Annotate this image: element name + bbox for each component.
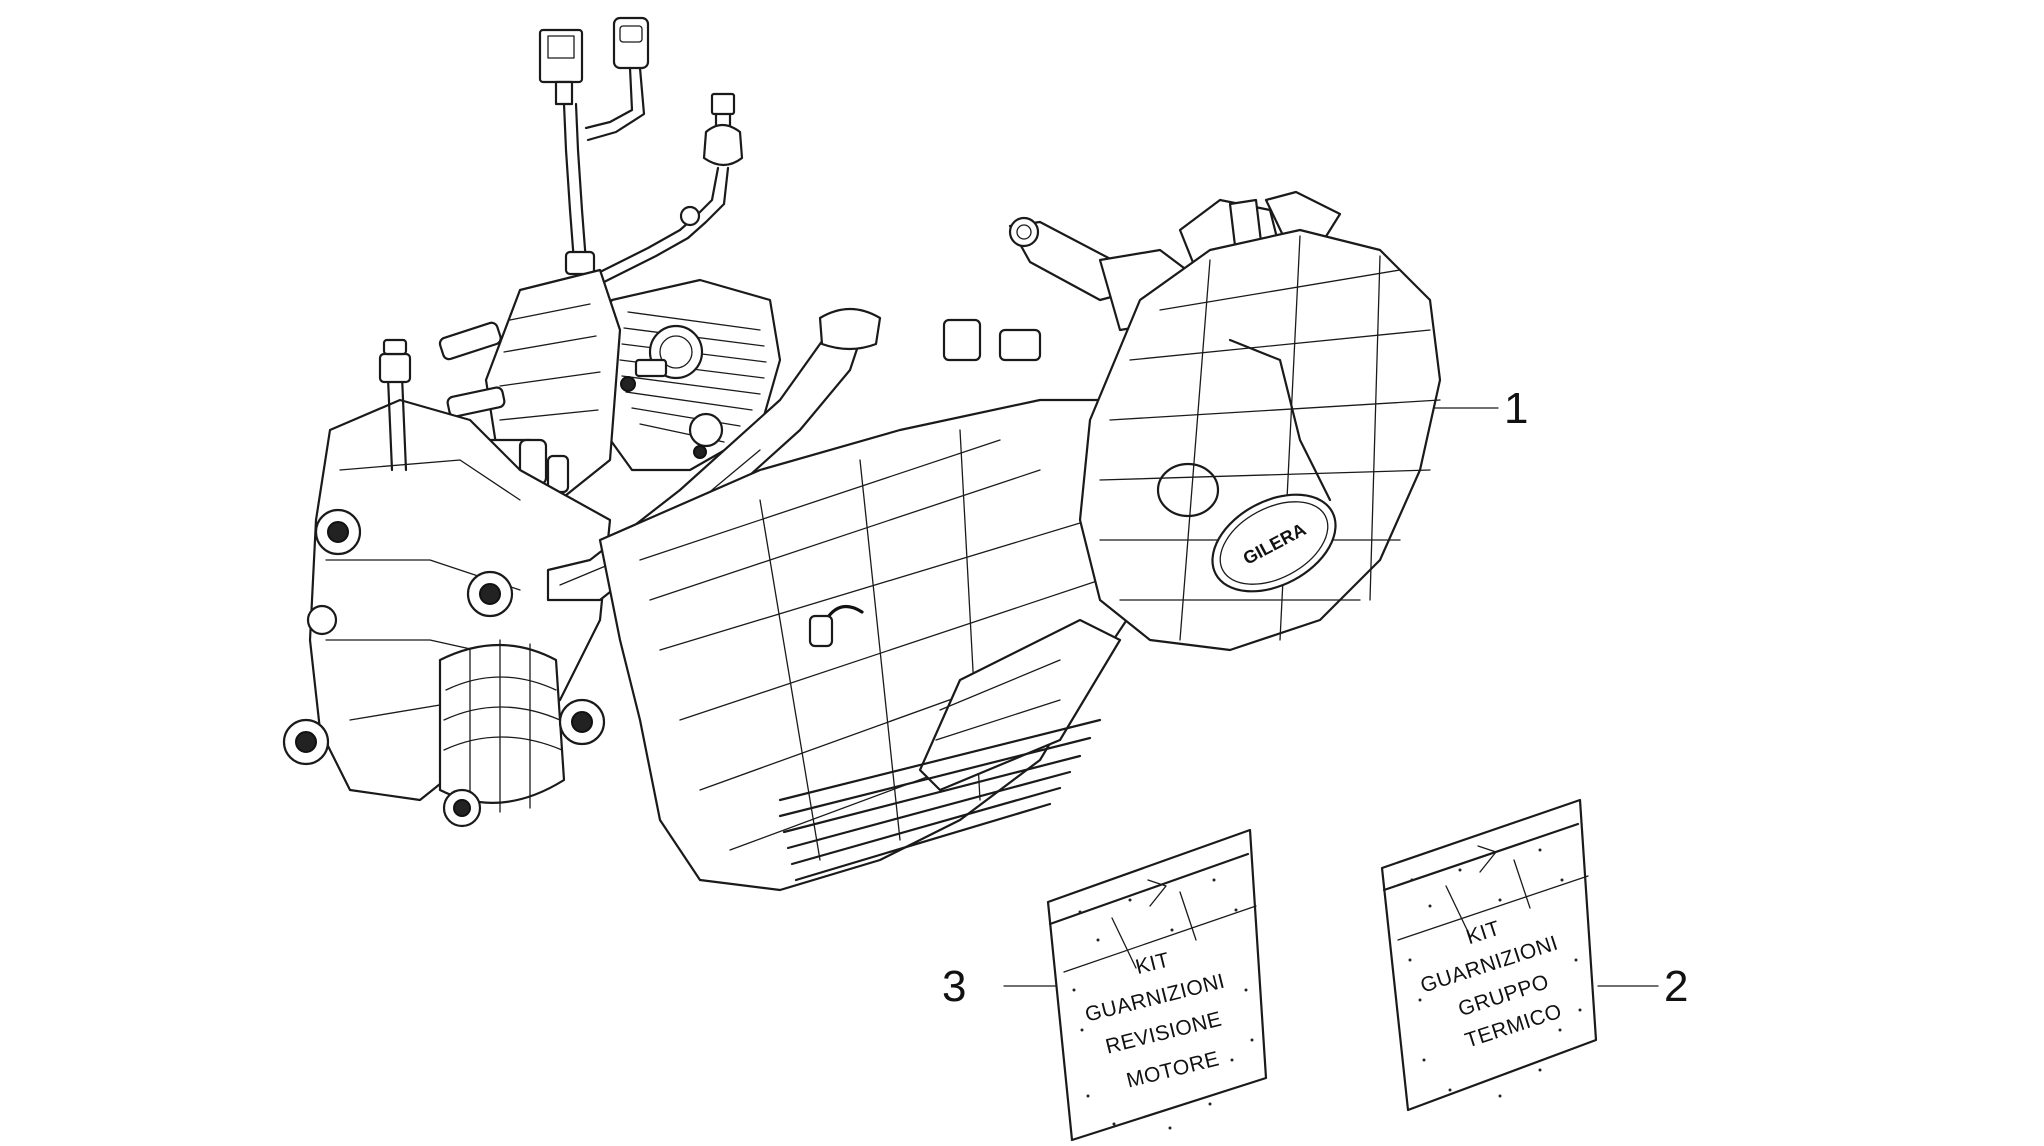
brand-logo: GILERA [1211,493,1337,593]
engine-assembly[interactable]: GILERA [282,16,1442,892]
bag-speckles-right [1408,848,1582,1098]
callout-2[interactable]: 2 [1664,962,1688,1011]
transmission-case [598,318,1192,892]
gasket-kit-bag-thermal[interactable]: KIT GUARNIZIONI GRUPPO TERMICO [1380,798,1598,1112]
callout-1[interactable]: 1 [1504,384,1528,433]
cylinder-head [586,278,782,472]
bag-speckles-left [1072,878,1254,1130]
clutch-cover: GILERA [1078,228,1442,652]
gasket-kit-bag-engine[interactable]: KIT GUARNIZIONI REVISIONE MOTORE [1046,828,1268,1142]
wiring-harness [538,16,744,284]
crankcase [308,338,612,813]
engine-mounts [282,508,758,874]
callout-3[interactable]: 3 [942,962,966,1011]
